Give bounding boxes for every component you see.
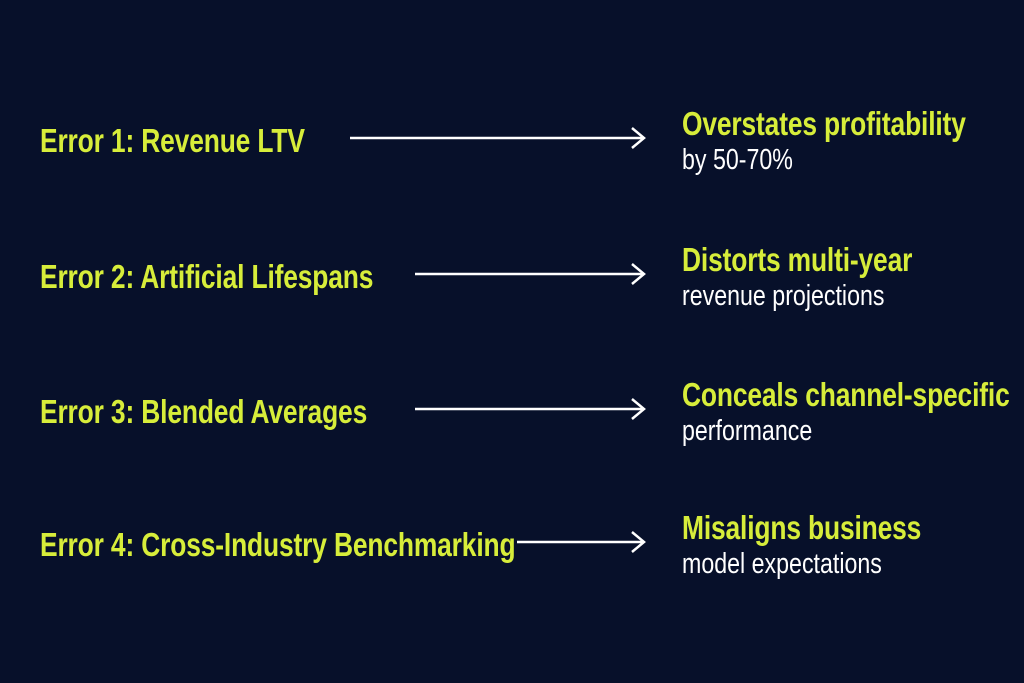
error-label: Error 1: Revenue LTV — [40, 122, 305, 159]
effect-block: Overstates profitability by 50-70% — [682, 104, 1024, 178]
right-arrow-icon — [415, 262, 648, 286]
right-arrow-icon — [350, 126, 648, 150]
effect-headline: Distorts multi-year — [682, 241, 913, 278]
error-row: Error 3: Blended Averages Conceals chann… — [0, 375, 1024, 455]
effect-headline: Misaligns business — [682, 509, 922, 546]
effect-detail: model expectations — [682, 548, 882, 580]
effect-detail: revenue projections — [682, 280, 885, 312]
effect-headline: Overstates profitability — [682, 105, 966, 142]
effect-headline: Conceals channel-specific — [682, 376, 1010, 413]
error-row: Error 4: Cross-Industry Benchmarking Mis… — [0, 508, 1024, 588]
effect-detail: by 50-70% — [682, 144, 793, 176]
error-row: Error 1: Revenue LTV Overstates profitab… — [0, 104, 1024, 184]
error-row: Error 2: Artificial Lifespans Distorts m… — [0, 240, 1024, 320]
error-label: Error 4: Cross-Industry Benchmarking — [40, 526, 516, 563]
effect-block: Conceals channel-specific performance — [682, 375, 1024, 449]
right-arrow-icon — [517, 530, 648, 554]
error-label: Error 2: Artificial Lifespans — [40, 258, 374, 295]
effect-block: Distorts multi-year revenue projections — [682, 240, 970, 314]
effect-detail: performance — [682, 415, 813, 447]
effect-block: Misaligns business model expectations — [682, 508, 981, 582]
error-label: Error 3: Blended Averages — [40, 393, 368, 430]
right-arrow-icon — [415, 397, 648, 421]
